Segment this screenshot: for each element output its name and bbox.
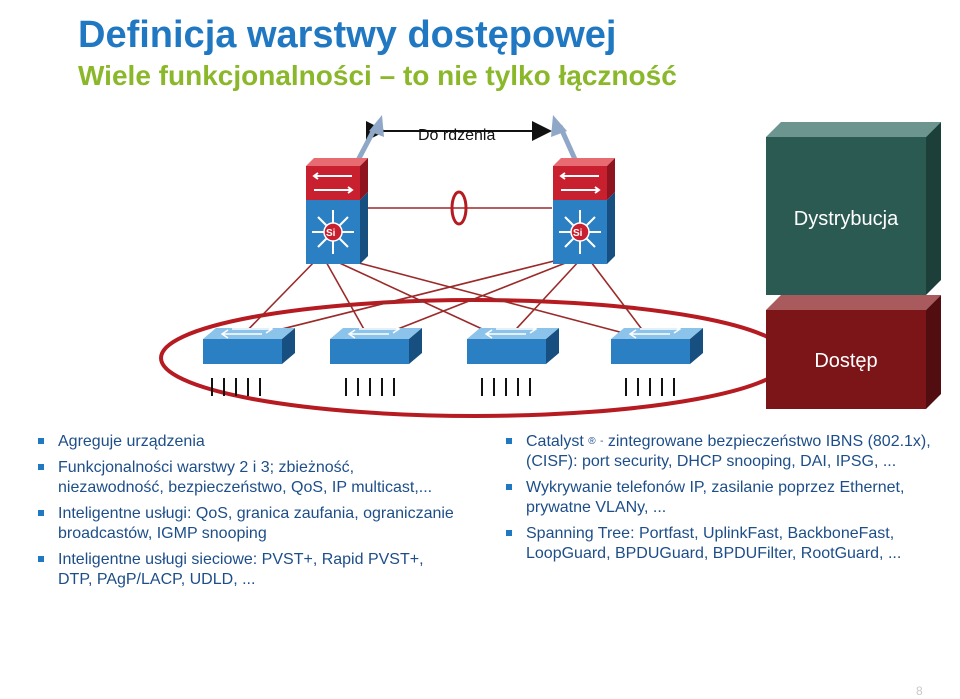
access-switch-4 — [611, 324, 703, 396]
uplink-right-arrowhead — [551, 115, 567, 137]
left-bullet-4: Inteligentne usługi sieciowe: PVST+, Rap… — [36, 550, 456, 590]
si-label-left: Si — [326, 228, 336, 239]
left-bullet-1: Agreguje urządzenia — [36, 432, 456, 452]
catalyst-rest: zintegrowane bezpieczeństwo IBNS (802.1x… — [526, 433, 931, 470]
access-label: Dostęp — [814, 350, 877, 372]
distribution-switch-left: Si — [306, 158, 368, 264]
distribution-layer-box: Dystrybucja — [766, 122, 941, 295]
si-label-right: Si — [573, 228, 583, 239]
right-bullet-2: Wykrywanie telefonów IP, zasilanie poprz… — [504, 478, 934, 518]
access-switch-3 — [467, 324, 559, 396]
left-bullet-2: Funkcjonalności warstwy 2 i 3; zbieżność… — [36, 458, 456, 498]
catalyst-dash: - — [600, 436, 604, 447]
access-layer-box: Dostęp — [766, 295, 941, 409]
core-label: Do rdzenia — [418, 127, 495, 144]
distribution-switch-right: Si — [553, 158, 615, 264]
slide-subtitle: Wiele funkcjonalności – to nie tylko łąc… — [78, 60, 677, 91]
network-diagram: Do rdzenia — [159, 115, 941, 418]
registered-mark: ® — [588, 436, 596, 447]
access-switch-1 — [203, 324, 295, 396]
etherchannel-loop — [450, 190, 468, 226]
right-bullet-1: Catalyst ® - zintegrowane bezpieczeństwo… — [504, 432, 934, 472]
page-number: 8 — [916, 684, 923, 698]
uplink-left-arrowhead — [369, 115, 384, 137]
right-bullet-3: Spanning Tree: Portfast, UplinkFast, Bac… — [504, 524, 934, 564]
left-bullet-list: Agreguje urządzenia Funkcjonalności wars… — [36, 432, 456, 596]
distribution-access-links — [237, 257, 651, 341]
right-bullet-list: Catalyst ® - zintegrowane bezpieczeństwo… — [504, 432, 934, 570]
distribution-label: Dystrybucja — [794, 208, 899, 230]
slide-title: Definicja warstwy dostępowej — [78, 14, 617, 56]
left-bullet-3: Inteligentne usługi: QoS, granica zaufan… — [36, 504, 456, 544]
catalyst-name: Catalyst — [526, 433, 584, 450]
access-switch-2 — [330, 324, 422, 396]
